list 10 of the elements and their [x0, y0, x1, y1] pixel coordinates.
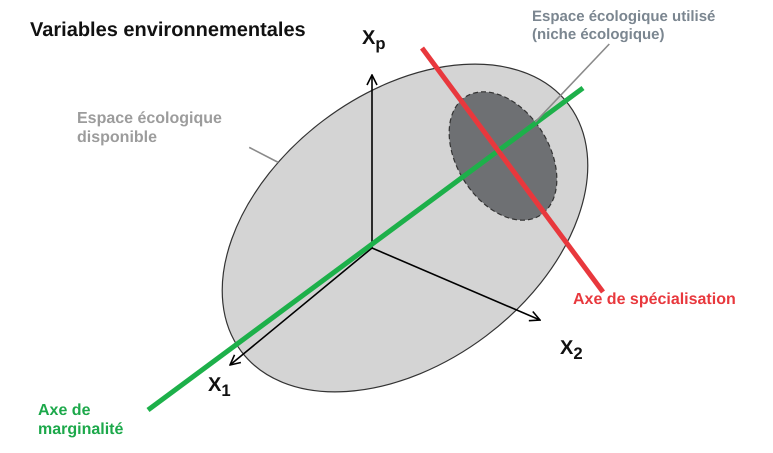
axis-label: X$_{p}$	[362, 26, 386, 54]
available-space-label: Espace écologique disponible	[77, 109, 267, 148]
niche-label: Espace écologique utilisé (niche écologique)	[532, 8, 744, 44]
axis-label: X$_{1}$	[208, 373, 231, 401]
diagram-title: Variables environnementales	[30, 18, 306, 42]
leader-line	[248, 146, 279, 164]
leader-line	[534, 43, 610, 123]
specialisation-axis-label: Axe de spécialisation	[573, 290, 736, 310]
axis-label: X$_{2}$	[560, 336, 583, 364]
marginality-axis-label: Axe de marginalité	[38, 401, 124, 440]
